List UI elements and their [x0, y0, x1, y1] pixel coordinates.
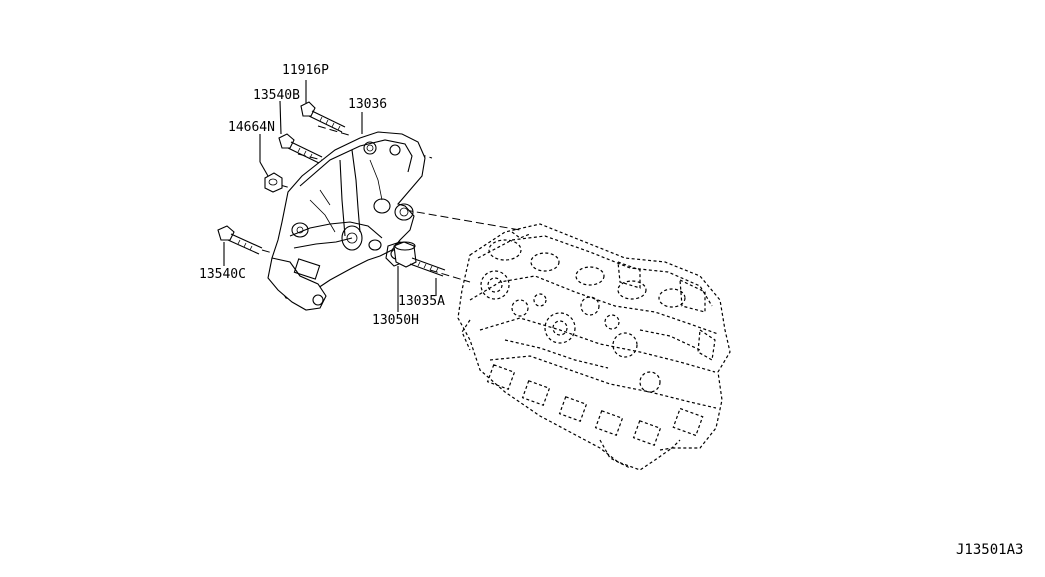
part-label-13540b: 13540B — [253, 88, 300, 103]
engine-cylinder-head-phantom — [457, 223, 731, 471]
engine-mounting-bracket — [267, 131, 426, 311]
part-label-14664n: 14664N — [228, 120, 275, 135]
bolt-11916p-icon — [300, 101, 346, 133]
part-label-13036: 13036 — [348, 97, 388, 112]
part-label-11916p: 11916P — [282, 63, 329, 78]
bolt-13540b-icon — [278, 133, 323, 164]
part-label-13050h: 13050H — [372, 313, 419, 328]
bushing-13050h-icon — [393, 241, 417, 268]
figure-code: J13501A3 — [956, 542, 1024, 558]
leader-lines — [223, 80, 437, 312]
part-label-13540c: 13540C — [199, 267, 246, 282]
bolt-13540c-icon — [217, 225, 263, 255]
nut-14664n-icon — [264, 172, 283, 193]
part-label-13035a: 13035A — [398, 294, 445, 309]
stud-13035a-icon — [409, 257, 446, 277]
